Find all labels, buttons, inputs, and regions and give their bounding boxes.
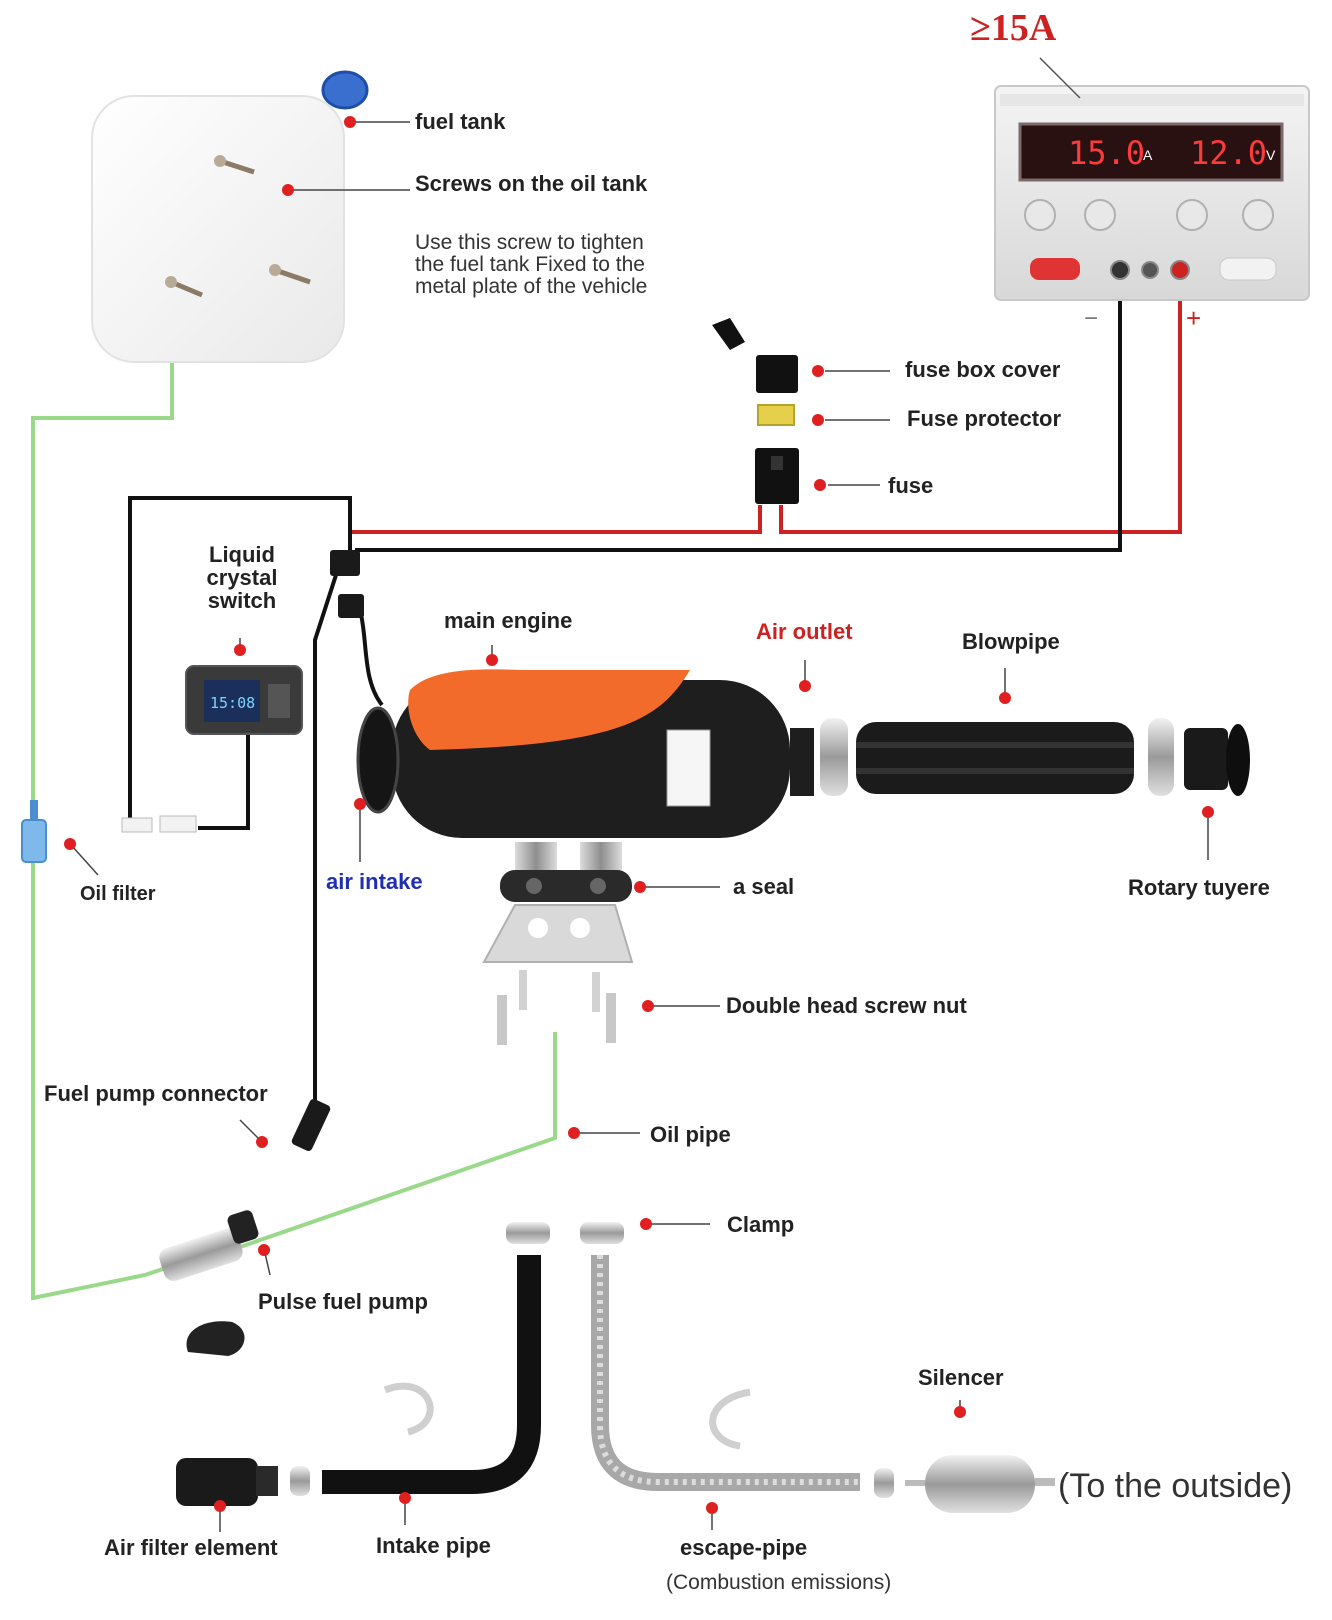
power-wire-negative [355, 272, 1122, 552]
tank-screw [269, 264, 311, 285]
label-blowpipe: Blowpipe [962, 629, 1060, 654]
label-intake-pipe: Intake pipe [376, 1533, 491, 1558]
label-silencer: Silencer [918, 1365, 1004, 1390]
oil-filter [21, 800, 47, 863]
svg-text:A: A [1143, 147, 1153, 163]
knob [1024, 199, 1056, 231]
pulse-fuel-pump [159, 1210, 259, 1281]
dc-power-supply: 15.0 A 12.0 V [994, 85, 1310, 301]
clamp-intake [506, 1222, 550, 1244]
tank-screw [214, 155, 255, 175]
pipe-bracket-exhaust [709, 1388, 751, 1450]
label-fuel-tank: fuel tank [415, 109, 506, 134]
clamp-tuyere [1148, 718, 1174, 796]
label-fuse: fuse [888, 473, 934, 498]
label-lcd-switch: Liquid crystal switch [206, 542, 278, 614]
positive-sign: + [1186, 303, 1201, 333]
volt-readout: 12.0 [1190, 134, 1267, 172]
lcd-controller: 15:08 [185, 665, 303, 735]
negative-sign: − [1084, 305, 1098, 332]
label-screw-note: Use this screw to tighten the fuel tank … [415, 231, 648, 299]
lcd-time: 15:08 [210, 694, 255, 712]
fuel-tank-cap [321, 70, 369, 110]
label-air-intake: air intake [326, 869, 423, 894]
current-requirement: ≥15A [970, 7, 1057, 49]
knob [1242, 199, 1274, 231]
power-switch [1030, 258, 1080, 280]
connector-plug-pair [121, 815, 197, 833]
double-head-screws [497, 970, 616, 1045]
fuel-tank [91, 70, 369, 363]
harness-connector [330, 550, 364, 618]
knob [1084, 199, 1116, 231]
fuel-line-oil-pipe [239, 1032, 557, 1249]
label-pulse-fuel-pump: Pulse fuel pump [258, 1289, 428, 1314]
label-oil-filter: Oil filter [80, 883, 156, 905]
rotary-tuyere [1184, 724, 1250, 796]
negative-terminal [1110, 260, 1130, 280]
power-wire-positive [350, 272, 1182, 534]
silencer [874, 1455, 1055, 1513]
fuse-holder [755, 448, 799, 504]
fuse-box-cover [712, 318, 798, 393]
label-a-seal: a seal [733, 874, 795, 899]
svg-text:V: V [1266, 147, 1276, 163]
label-main-engine: main engine [444, 608, 573, 633]
label-to-outside: (To the outside) [1058, 1467, 1293, 1505]
positive-terminal [1170, 260, 1190, 280]
amp-readout: 15.0 [1068, 134, 1145, 172]
ground-terminal [1141, 261, 1159, 279]
exhaust-pipe [591, 1255, 860, 1491]
label-clamp: Clamp [727, 1212, 795, 1237]
label-double-head-screw: Double head screw nut [726, 993, 967, 1018]
label-air-outlet: Air outlet [756, 619, 853, 644]
mount-plate [482, 904, 634, 963]
main-engine [356, 669, 814, 874]
pipe-bracket-intake [383, 1382, 434, 1436]
label-oil-pipe: Oil pipe [650, 1122, 731, 1147]
label-screws: Screws on the oil tank [415, 171, 648, 196]
intake-pipe [322, 1255, 541, 1494]
harness-wire [128, 496, 384, 1100]
knob [1176, 199, 1208, 231]
label-fuse-protector: Fuse protector [907, 406, 1062, 431]
air-filter-element [176, 1458, 310, 1506]
blowpipe [856, 722, 1134, 794]
seal-gasket [500, 870, 632, 902]
pump-bracket [186, 1321, 245, 1356]
fuel-pump-connector [291, 1099, 331, 1151]
engine-nameplate [666, 729, 711, 807]
clamp-outlet [820, 718, 848, 796]
label-air-filter: Air filter element [104, 1535, 278, 1560]
label-fuse-box-cover: fuse box cover [905, 357, 1061, 382]
label-combustion: (Combustion emissions) [666, 1571, 892, 1594]
label-rotary-tuyere: Rotary tuyere [1128, 875, 1270, 900]
engine-front-ring [356, 706, 400, 814]
clamp-exhaust [580, 1222, 624, 1244]
label-escape-pipe: escape-pipe [680, 1535, 808, 1560]
fuse-protector [757, 404, 795, 426]
label-fuel-pump-connector: Fuel pump connector [44, 1081, 268, 1106]
tank-screw [165, 276, 203, 298]
markers [64, 116, 1214, 1514]
